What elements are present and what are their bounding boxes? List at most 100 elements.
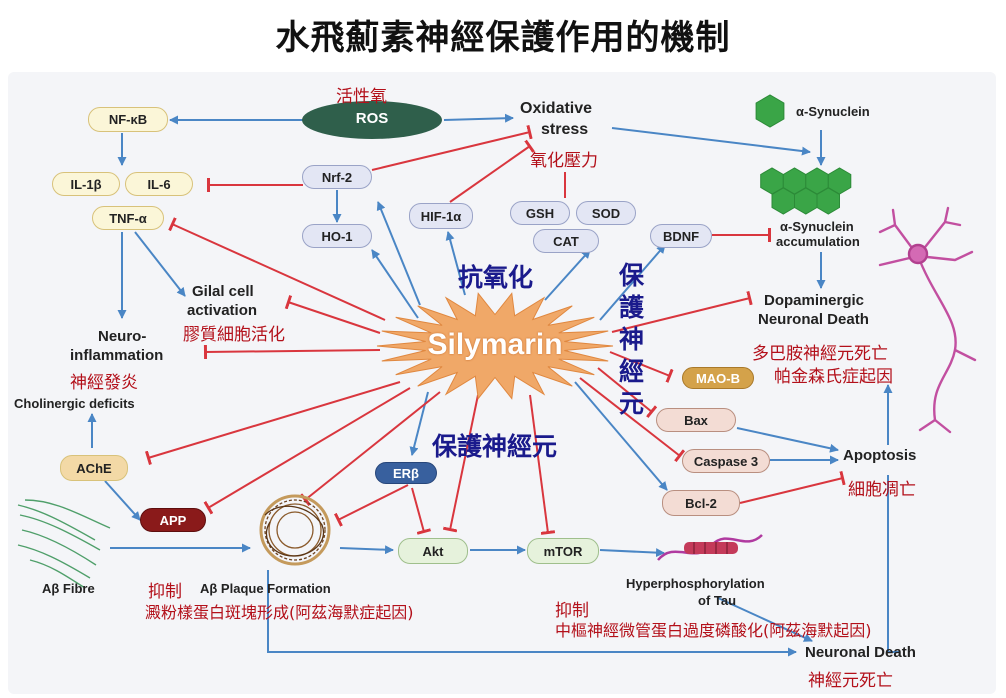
inhibit-sil-plaque: [299, 391, 441, 507]
dopa-label-2: Neuronal Death: [758, 311, 869, 328]
node-ache: AChE: [60, 455, 128, 481]
arrow-tnf-glial: [134, 231, 186, 297]
tau-zh: 中樞神經微管蛋白過度磷酸化(阿茲海默起因): [555, 621, 872, 640]
apoptosis-zh: 細胞凋亡: [848, 480, 916, 500]
arrow-plaque-akt: [339, 545, 394, 555]
arrow-ache-app: [104, 480, 141, 521]
arrow-sil-bcl2: [574, 381, 668, 491]
abfibre-label: Aβ Fibre: [42, 581, 95, 596]
oxidative-zh: 氧化壓力: [530, 151, 598, 171]
inhibit-zh-1: 抑制: [148, 582, 182, 602]
inhibit-sil-tnf: [168, 217, 386, 321]
node-nfkb: NF-κB: [88, 107, 168, 132]
inhibit-sil-dopa: [611, 290, 753, 333]
abeta-fibre-icon: [17, 499, 111, 589]
activation-arrows: [87, 113, 900, 657]
arrow-sil-erb: [409, 391, 429, 456]
neuronal-death-zh: 神經元死亡: [808, 671, 893, 691]
cholinergic-label: Cholinergic deficits: [14, 396, 135, 411]
node-sod: SOD: [576, 201, 636, 225]
node-akt: Akt: [398, 538, 468, 564]
arrow-sil-ho1: [371, 249, 419, 319]
neuron-icon: [878, 206, 977, 434]
ros-ellipse: [302, 101, 442, 139]
node-il6: IL-6: [125, 172, 193, 196]
hexagon-shape: [816, 187, 840, 215]
node-hif1a: HIF-1α: [409, 203, 473, 229]
synuclein-hexagons: [755, 94, 852, 215]
vertical-zh-1: 保: [619, 261, 645, 290]
inhibit-sil-akt: [442, 394, 479, 533]
abeta-plaque-icon: [259, 494, 331, 566]
arrow-sil-nrf2: [376, 201, 421, 306]
vertical-zh-5: 元: [619, 389, 645, 418]
plaque-zh: 澱粉樣蛋白斑塊形成(阿茲海默症起因): [145, 603, 414, 622]
neuroinf-label-2: inflammation: [70, 347, 164, 364]
neuroinf-zh: 神經發炎: [70, 373, 138, 393]
vertical-zh-3: 神: [619, 325, 645, 354]
arrow-sil-bdnf: [599, 244, 666, 321]
node-maob: MAO-B: [682, 367, 754, 389]
arrow-bax-apoptosis: [736, 427, 839, 453]
node-app: APP: [140, 508, 206, 532]
arrow-sil-hif: [445, 231, 466, 296]
node-bcl2: Bcl-2: [662, 490, 740, 516]
arrow-oxidative-synuclein: [611, 127, 811, 156]
inhibit-nrf2-oxidative: [371, 124, 533, 171]
neuroinf-label-1: Neuro-: [98, 328, 147, 345]
inhibit-sil-maob: [609, 351, 674, 383]
inhibit-erb-plaque: [333, 484, 409, 527]
inhibit-bcl2-apoptosis: [739, 470, 846, 504]
node-bax: Bax: [656, 408, 736, 432]
oxidative-label-2: stress: [541, 121, 589, 138]
inhibit-sil-app: [203, 387, 411, 515]
tau-icon: [657, 534, 763, 561]
arrow-sil-antiox: [544, 249, 591, 301]
inhibit-zh-2: 抑制: [555, 601, 589, 621]
ros-label: ROS: [355, 110, 389, 127]
tau-label-1: Hyperphosphorylation: [626, 576, 765, 591]
dopa-label-1: Dopaminergic: [764, 292, 865, 309]
abplaque-label: Aβ Plaque Formation: [200, 581, 331, 596]
neuroprotect-zh: 保護神經元: [432, 432, 558, 461]
inhibit-sil-ache: [145, 381, 401, 465]
ros-zh: 活性氧: [336, 87, 387, 107]
neuronal-death-label: Neuronal Death: [805, 644, 916, 661]
node-mtor: mTOR: [527, 538, 599, 564]
silymarin-starburst: [376, 292, 614, 400]
inhibition-lines: [145, 124, 846, 535]
node-il1b: IL-1β: [52, 172, 120, 196]
arrow-mtor-tau: [599, 548, 665, 558]
inhibit-sil-casp: [579, 377, 686, 463]
node-bdnf: BDNF: [650, 224, 712, 248]
page-title: 水飛薊素神經保護作用的機制: [275, 18, 731, 58]
vertical-zh-2: 護: [619, 293, 645, 322]
node-caspase3: Caspase 3: [682, 449, 770, 473]
arrow-plaque-death: [267, 570, 797, 657]
inhibit-sil-mtor: [529, 394, 556, 535]
dopa-zh-2: 帕金森氏症起因: [774, 367, 893, 387]
node-nrf2: Nrf-2: [302, 165, 372, 189]
node-erb: ERβ: [375, 462, 437, 484]
arrow-ros-oxidative: [443, 113, 514, 123]
inhibit-erb-akt: [411, 487, 432, 535]
arrow-apoptosis-death: [887, 475, 900, 653]
apoptosis-label: Apoptosis: [843, 447, 917, 464]
inhibit-hif-oxidative: [449, 139, 535, 203]
tau-label-2: of Tau: [698, 593, 737, 608]
dopa-zh-1: 多巴胺神經元死亡: [752, 344, 888, 364]
hexagon-shape: [755, 94, 785, 128]
asyn-acc-label-1: α-Synuclein: [780, 219, 854, 234]
inhibit-sil-neuroinf: [203, 344, 381, 360]
node-ho1: HO-1: [302, 224, 372, 248]
asyn-acc-label-2: accumulation: [776, 234, 860, 249]
silymarin-label: Silymarin: [427, 328, 563, 361]
glial-zh: 膠質細胞活化: [183, 325, 285, 345]
asyn-label: α-Synuclein: [796, 104, 870, 119]
vertical-zh-4: 經: [619, 357, 645, 386]
inhibit-sil-bax: [597, 367, 658, 419]
glial-label-1: Gilal cell: [192, 283, 254, 300]
glial-label-2: activation: [187, 302, 258, 319]
